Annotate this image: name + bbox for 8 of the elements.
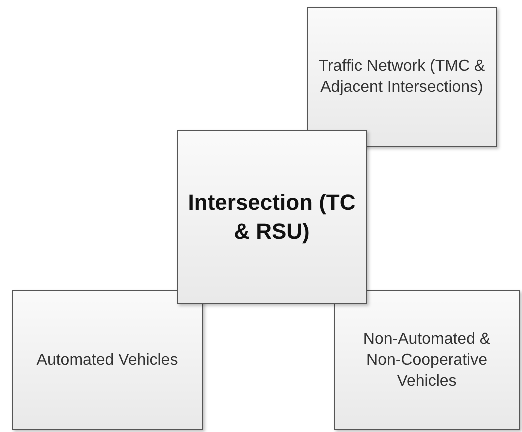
box-label: Intersection (TC & RSU) <box>188 189 356 246</box>
box-label: Automated Vehicles <box>36 350 178 370</box>
intersection-box <box>177 130 367 304</box>
network-box <box>307 7 497 147</box>
vehicle-group-box <box>334 290 520 430</box>
vehicle-group-box <box>12 290 203 430</box>
box-label: Non-Automated & Non-Cooperative Vehicles <box>362 330 492 392</box>
box-label: Traffic Network (TMC & Adjacent Intersections) <box>318 57 486 98</box>
